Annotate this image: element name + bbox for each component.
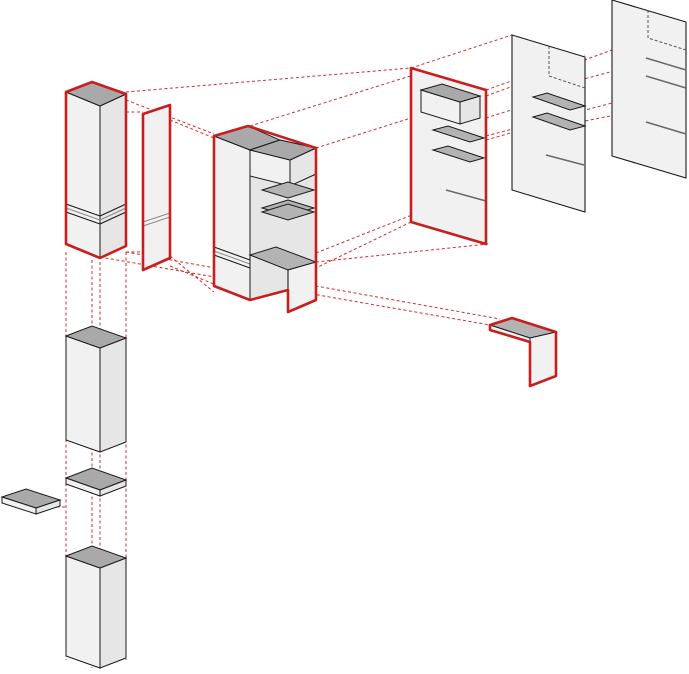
back-panel-with-shelves	[409, 66, 488, 246]
side-panel	[141, 103, 172, 272]
small-ledge	[0, 488, 62, 515]
inner-partition-panel	[511, 34, 587, 213]
rear-wall-panel	[611, 0, 687, 179]
middle-shelf-block	[64, 467, 128, 497]
desk-top	[488, 316, 558, 388]
tall-cabinet-assembly	[64, 80, 128, 260]
wardrobe-with-shelves	[212, 124, 318, 314]
upper-column	[64, 325, 128, 453]
base-column	[64, 545, 128, 669]
